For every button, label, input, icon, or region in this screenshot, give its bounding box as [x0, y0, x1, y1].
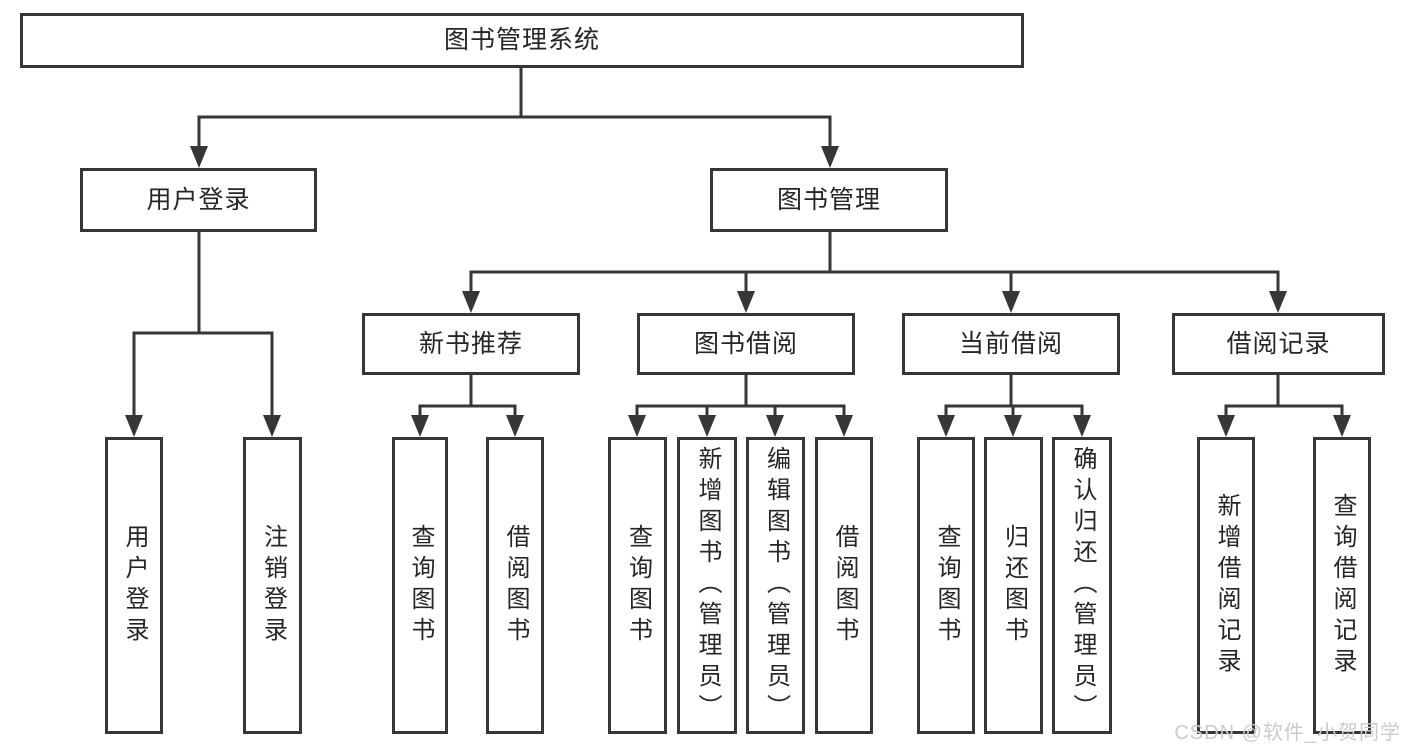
- node-book-management-label: 图书管理: [776, 185, 881, 214]
- leaf-return-books: 归还图书: [984, 437, 1043, 734]
- leaf-query-books-2: 查询图书: [608, 437, 667, 734]
- leaf-add-borrow-record: 新增借阅记录: [1197, 437, 1255, 734]
- leaf-query-books-1-label: 查询图书: [407, 523, 434, 648]
- node-book-borrow: 图书借阅: [637, 313, 855, 375]
- leaf-query-books-1: 查询图书: [392, 437, 448, 734]
- leaf-query-borrow-record: 查询借阅记录: [1313, 437, 1371, 734]
- leaf-logout: 注销登录: [243, 437, 302, 734]
- node-user-login-label: 用户登录: [146, 185, 251, 214]
- leaf-return-books-label: 归还图书: [1000, 523, 1028, 648]
- leaf-user-login: 用户登录: [105, 437, 163, 734]
- leaf-query-books-2-label: 查询图书: [624, 523, 652, 648]
- node-borrow-records: 借阅记录: [1172, 313, 1385, 375]
- node-new-book-recommend: 新书推荐: [362, 313, 580, 375]
- node-new-book-recommend-label: 新书推荐: [418, 329, 523, 358]
- node-book-management: 图书管理: [710, 168, 948, 232]
- leaf-borrow-books-1-label: 借阅图书: [502, 523, 529, 648]
- leaf-query-borrow-record-label: 查询借阅记录: [1329, 492, 1356, 679]
- node-current-borrow-label: 当前借阅: [958, 329, 1063, 358]
- leaf-borrow-books-2-label: 借阅图书: [831, 523, 858, 648]
- arrowheads: [125, 146, 1351, 437]
- leaf-add-books-admin-label: 新增图书（管理员）: [694, 446, 721, 725]
- leaf-user-login-label: 用户登录: [121, 523, 148, 648]
- leaf-confirm-return-admin-label: 确认归还（管理员）: [1069, 446, 1096, 725]
- leaf-borrow-books-1: 借阅图书: [486, 437, 544, 734]
- leaf-add-borrow-record-label: 新增借阅记录: [1213, 492, 1240, 679]
- csdn-watermark: CSDN @软件_小贺同学: [1174, 722, 1401, 744]
- leaf-add-books-admin: 新增图书（管理员）: [677, 437, 737, 734]
- node-current-borrow: 当前借阅: [902, 313, 1120, 375]
- leaf-logout-label: 注销登录: [259, 523, 287, 648]
- node-root: 图书管理系统: [20, 13, 1024, 68]
- leaf-borrow-books-2: 借阅图书: [815, 437, 873, 734]
- node-root-label: 图书管理系统: [443, 26, 600, 54]
- leaf-edit-books-admin: 编辑图书（管理员）: [746, 437, 805, 734]
- node-borrow-records-label: 借阅记录: [1226, 329, 1331, 358]
- node-book-borrow-label: 图书借阅: [693, 329, 798, 358]
- node-user-login: 用户登录: [80, 168, 317, 232]
- leaf-confirm-return-admin: 确认归还（管理员）: [1052, 437, 1112, 734]
- leaf-edit-books-admin-label: 编辑图书（管理员）: [762, 446, 790, 725]
- leaf-query-books-3-label: 查询图书: [933, 523, 960, 648]
- leaf-query-books-3: 查询图书: [917, 437, 975, 734]
